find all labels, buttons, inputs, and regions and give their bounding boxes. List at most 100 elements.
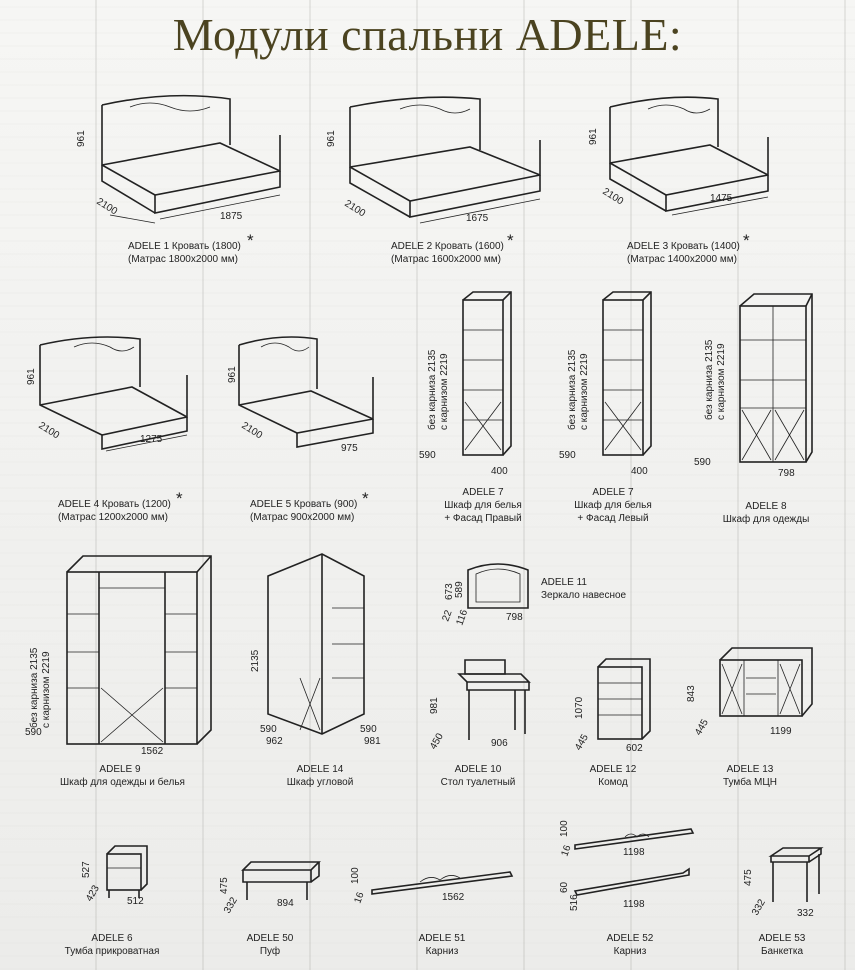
shelf-left-width: 400 — [631, 466, 648, 477]
wardrobe-9-height-2: с карнизом 2219 — [41, 651, 52, 728]
shelf-left-height-1: без карниза 2135 — [566, 349, 578, 430]
shelf-left-depth: 590 — [559, 450, 576, 461]
corner-14-width-right: 981 — [364, 736, 381, 747]
mirror-11-caption: ADELE 11 Зеркало навесное — [541, 577, 627, 601]
cornice-52-drawing: 100 16 1198 60 516 1198 — [555, 815, 705, 915]
corner-14-width-left: 962 — [266, 736, 283, 747]
bed-1800-caption: ADELE 1 Кровать (1800) (Матрас 1800х2000… — [128, 241, 241, 265]
bed-1400-drawing: 961 2100 1475 — [588, 95, 808, 225]
bed-1200-star: * — [176, 489, 183, 508]
bed-900-drawing: 961 2100 975 — [225, 335, 385, 455]
table-10-height: 981 — [429, 697, 440, 714]
bed-1400-depth: 2100 — [600, 186, 625, 207]
table-10-width: 906 — [491, 738, 508, 749]
cornice-52-caption: ADELE 52 Карниз — [606, 933, 654, 957]
bench-53-caption: ADELE 53 Банкетка — [758, 933, 806, 957]
cornice-51-height: 100 — [350, 867, 361, 884]
cornice-51-width: 1562 — [442, 892, 465, 903]
shelf-right-width: 400 — [491, 466, 508, 477]
bed-900-caption: ADELE 5 Кровать (900) (Матрас 900х2000 м… — [250, 499, 358, 523]
bed-1600-star: * — [507, 231, 514, 250]
shelf-right-depth: 590 — [419, 450, 436, 461]
wardrobe-9-height-1: без карниза 2135 — [28, 647, 40, 728]
bed-1200-drawing: 961 2100 1275 — [22, 335, 222, 455]
sideboard-13-drawing: 843 445 1199 — [680, 640, 820, 740]
bed-1200-caption: ADELE 4 Кровать (1200) (Матрас 1200х2000… — [58, 499, 171, 523]
bench-53-height: 475 — [743, 869, 754, 886]
bed-1800-depth: 2100 — [94, 196, 119, 217]
bed-1200-width: 1275 — [140, 434, 163, 445]
bed-1200-depth: 2100 — [36, 420, 61, 441]
bench-53-depth: 332 — [750, 897, 768, 917]
cornice-51-caption: ADELE 51 Карниз — [418, 933, 466, 957]
shelf-left-caption: ADELE 7 Шкаф для белья + Фасад Левый — [574, 487, 652, 524]
wardrobe-8-depth: 590 — [694, 457, 711, 468]
dresser-12-height: 1070 — [574, 696, 585, 719]
wardrobe-9-caption: ADELE 9 Шкаф для одежды и белья — [60, 764, 185, 788]
shelf-right-height-2: с карнизом 2219 — [439, 353, 450, 430]
bed-900-depth: 2100 — [239, 420, 264, 441]
cornice-51-drawing: 100 16 1562 — [350, 850, 525, 910]
wardrobe-8-width: 798 — [778, 468, 795, 479]
table-10-drawing: 981 450 906 — [425, 650, 535, 755]
dresser-12-drawing: 1070 445 602 — [568, 655, 658, 755]
cornice-52-depth-2: 516 — [569, 894, 580, 911]
mirror-11-depth-1: 22 — [440, 608, 454, 623]
nightstand-6-height: 527 — [81, 861, 92, 878]
bed-1600-depth: 2100 — [342, 198, 367, 219]
pouf-50-height: 475 — [219, 877, 230, 894]
bed-1400-height: 961 — [588, 128, 599, 145]
nightstand-6-depth: 423 — [84, 883, 102, 903]
bed-1800-drawing: 961 2100 1875 — [70, 94, 300, 225]
table-10-depth: 450 — [428, 731, 446, 751]
cornice-51-depth: 16 — [352, 890, 366, 905]
table-10-caption: ADELE 10 Стол туалетный — [440, 764, 516, 788]
cornice-52-width-2: 1198 — [623, 899, 645, 910]
cornice-52-height-1: 100 — [559, 820, 570, 837]
mirror-11-height-1: 673 — [444, 583, 455, 600]
corner-14-depth-right: 590 — [360, 724, 377, 735]
bench-53-width: 332 — [797, 908, 814, 919]
bed-1800-star: * — [247, 231, 254, 250]
sideboard-13-depth: 445 — [693, 717, 711, 737]
mirror-11-height-2: 589 — [454, 581, 465, 598]
nightstand-6-drawing: 527 423 512 — [75, 840, 160, 910]
pouf-50-depth: 332 — [222, 895, 240, 915]
wardrobe-9-depth: 590 — [25, 727, 42, 738]
bed-900-height: 961 — [227, 366, 238, 383]
sideboard-13-caption: ADELE 13 Тумба МЦН — [723, 764, 777, 788]
dresser-12-caption: ADELE 12 Комод — [589, 764, 637, 788]
cornice-52-depth-1: 16 — [559, 843, 573, 858]
wardrobe-9-drawing: без карниза 2135 с карнизом 2219 590 156… — [25, 548, 220, 758]
bed-1600-drawing: 961 2100 1675 — [326, 95, 560, 225]
wardrobe-8-height-1: без карниза 2135 — [703, 339, 715, 420]
corner-14-depth-left: 590 — [260, 724, 277, 735]
cornice-52-width-1: 1198 — [623, 847, 645, 858]
pouf-50-drawing: 475 332 894 — [215, 850, 325, 920]
bed-1200-height: 961 — [26, 368, 37, 385]
bed-1400-width: 1475 — [710, 193, 733, 204]
nightstand-6-width: 512 — [127, 896, 144, 907]
bed-900-width: 975 — [341, 443, 358, 454]
sideboard-13-height: 843 — [686, 685, 697, 702]
bed-1800-width: 1875 — [220, 211, 243, 222]
sideboard-13-width: 1199 — [770, 726, 792, 737]
nightstand-6-caption: ADELE 6 Тумба прикроватная — [64, 933, 160, 957]
cornice-52-height-2: 60 — [559, 881, 570, 893]
wardrobe-9-width: 1562 — [141, 746, 164, 757]
corner-14-height: 2135 — [250, 649, 261, 672]
bench-53-drawing: 475 332 332 — [735, 840, 835, 920]
bed-1400-caption: ADELE 3 Кровать (1400) (Матрас 1400х2000… — [627, 241, 740, 265]
bed-1600-caption: ADELE 2 Кровать (1600) (Матрас 1600х2000… — [391, 241, 504, 265]
mirror-11-depth-2: 116 — [454, 608, 470, 627]
page-title: Модули спальни ADELE: — [172, 9, 683, 60]
corner-14-caption: ADELE 14 Шкаф угловой — [286, 764, 354, 788]
shelf-right-caption: ADELE 7 Шкаф для белья + Фасад Правый — [444, 487, 522, 524]
wardrobe-8-height-2: с карнизом 2219 — [716, 343, 727, 420]
mirror-11-drawing: 673 589 22 116 798 — [438, 558, 538, 627]
wardrobe-8-caption: ADELE 8 Шкаф для одежды — [722, 501, 810, 525]
wardrobe-8-drawing: без карниза 2135 с карнизом 2219 590 798 — [690, 290, 820, 480]
dresser-12-depth: 445 — [573, 732, 591, 752]
mirror-11-width: 798 — [506, 612, 523, 623]
